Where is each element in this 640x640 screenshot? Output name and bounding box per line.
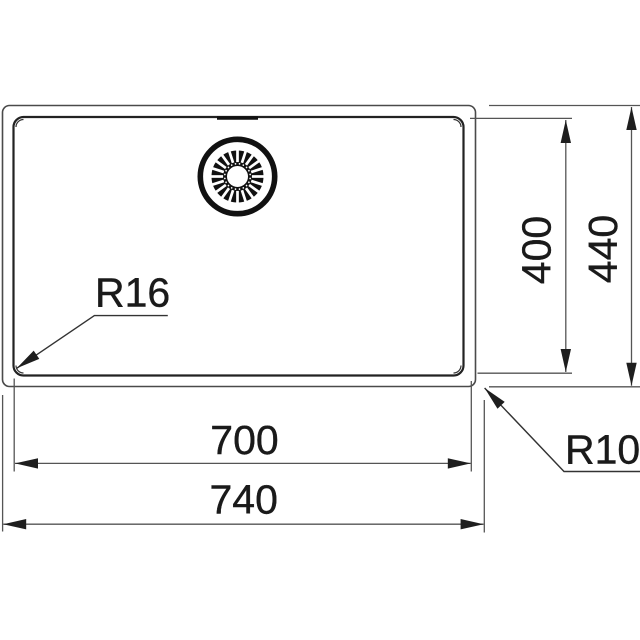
svg-text:400: 400: [514, 216, 560, 284]
svg-text:R16: R16: [95, 269, 170, 315]
svg-text:740: 740: [209, 476, 277, 522]
svg-text:R10: R10: [565, 427, 640, 473]
svg-text:440: 440: [580, 215, 626, 283]
svg-text:700: 700: [210, 417, 278, 463]
